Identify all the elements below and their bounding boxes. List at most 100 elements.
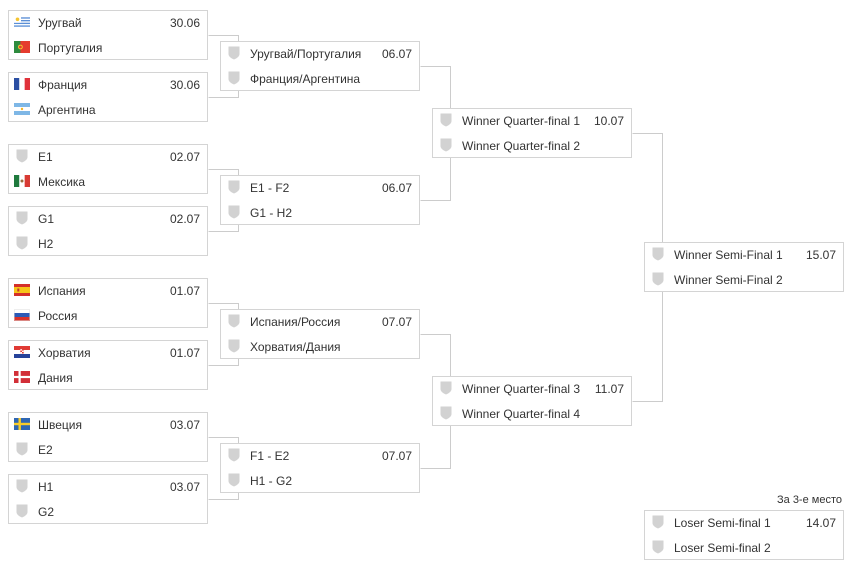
shield-icon [226, 46, 242, 60]
team-row[interactable]: Loser Semi-final 2 [645, 536, 843, 561]
team-row[interactable]: Хорватия [9, 341, 207, 366]
team-row[interactable]: E1 [9, 145, 207, 170]
flag-spain-icon [14, 284, 30, 296]
match-date: 10.07 [593, 114, 624, 128]
flag-mexico-icon [14, 175, 30, 187]
shield-icon [438, 406, 454, 420]
team-row[interactable]: Winner Quarter-final 2 [433, 134, 631, 159]
team-name: F1 - E2 [250, 449, 290, 463]
shield-icon [226, 205, 242, 219]
team-row[interactable]: Уругвай [9, 11, 207, 36]
match-card-final[interactable]: Winner Semi-Final 1 Winner Semi-Final 2 15… [644, 242, 844, 292]
team-name: Winner Quarter-final 2 [462, 139, 581, 153]
team-name: Уругвай/Португалия [250, 47, 362, 61]
team-row[interactable]: G2 [9, 500, 207, 525]
team-row[interactable]: Испания/Россия [221, 310, 419, 335]
shield-icon [226, 448, 242, 462]
team-row[interactable]: Winner Quarter-final 3 [433, 377, 631, 402]
shield-icon [14, 479, 30, 493]
team-row[interactable]: H1 [9, 475, 207, 500]
team-name: Loser Semi-final 1 [674, 516, 771, 530]
team-name: G2 [38, 505, 55, 519]
team-row[interactable]: Winner Semi-Final 1 [645, 243, 843, 268]
shield-icon [14, 504, 30, 518]
team-row[interactable]: F1 - E2 [221, 444, 419, 469]
shield-icon [14, 236, 30, 250]
shield-icon [14, 211, 30, 225]
match-date: 30.06 [169, 16, 200, 30]
team-row[interactable]: Loser Semi-final 1 [645, 511, 843, 536]
team-name: Дания [38, 371, 73, 385]
team-row[interactable]: Winner Quarter-final 1 [433, 109, 631, 134]
team-name: Winner Semi-Final 2 [674, 273, 783, 287]
team-row[interactable]: Швеция [9, 413, 207, 438]
team-name: Россия [38, 309, 78, 323]
shield-icon [226, 180, 242, 194]
match-date: 03.07 [169, 480, 200, 494]
match-date: 02.07 [169, 150, 200, 164]
team-name: G1 [38, 212, 55, 226]
team-row[interactable]: E1 - F2 [221, 176, 419, 201]
match-date: 01.07 [169, 346, 200, 360]
shield-icon [438, 381, 454, 395]
team-name: E1 [38, 150, 53, 164]
team-row[interactable]: H2 [9, 232, 207, 257]
match-date: 30.06 [169, 78, 200, 92]
flag-russia-icon [14, 309, 30, 321]
team-row[interactable]: Франция [9, 73, 207, 98]
team-row[interactable]: G1 - H2 [221, 201, 419, 226]
team-row[interactable]: Хорватия/Дания [221, 335, 419, 360]
team-row[interactable]: G1 [9, 207, 207, 232]
team-name: H1 [38, 480, 54, 494]
team-row[interactable]: Франция/Аргентина [221, 67, 419, 92]
match-date: 07.07 [381, 449, 412, 463]
team-row[interactable]: Испания [9, 279, 207, 304]
flag-france-icon [14, 78, 30, 90]
flag-uruguay-icon [14, 16, 30, 28]
team-row[interactable]: Россия [9, 304, 207, 329]
team-row[interactable]: Аргентина [9, 98, 207, 123]
team-row[interactable]: H1 - G2 [221, 469, 419, 494]
team-name: Мексика [38, 175, 86, 189]
shield-icon [650, 272, 666, 286]
match-date: 06.07 [381, 181, 412, 195]
match-date: 15.07 [805, 248, 836, 262]
team-name: Франция/Аргентина [250, 72, 361, 86]
match-card-quarter-final-2[interactable]: E1 - F2 G1 - H2 06.07 [220, 175, 420, 225]
shield-icon [14, 442, 30, 456]
shield-icon [650, 540, 666, 554]
team-name: G1 - H2 [250, 206, 293, 220]
match-card-quarter-final-4[interactable]: F1 - E2 H1 - G2 07.07 [220, 443, 420, 493]
team-row[interactable]: Winner Semi-Final 2 [645, 268, 843, 293]
team-name: Испания [38, 284, 86, 298]
match-date: 06.07 [381, 47, 412, 61]
team-row[interactable]: Уругвай/Португалия [221, 42, 419, 67]
shield-icon [226, 339, 242, 353]
match-date: 07.07 [381, 315, 412, 329]
team-row[interactable]: Португалия [9, 36, 207, 61]
team-name: E1 - F2 [250, 181, 290, 195]
team-row[interactable]: Дания [9, 366, 207, 391]
shield-icon [226, 473, 242, 487]
flag-argentina-icon [14, 103, 30, 115]
team-row[interactable]: Winner Quarter-final 4 [433, 402, 631, 427]
team-name: Хорватия/Дания [250, 340, 341, 354]
flag-portugal-icon [14, 41, 30, 53]
team-row[interactable]: Мексика [9, 170, 207, 195]
team-row[interactable]: E2 [9, 438, 207, 463]
team-name: Winner Semi-Final 1 [674, 248, 783, 262]
match-card-semi-final-1[interactable]: Winner Quarter-final 1 Winner Quarter-fin… [432, 108, 632, 158]
team-name: Winner Quarter-final 1 [462, 114, 581, 128]
